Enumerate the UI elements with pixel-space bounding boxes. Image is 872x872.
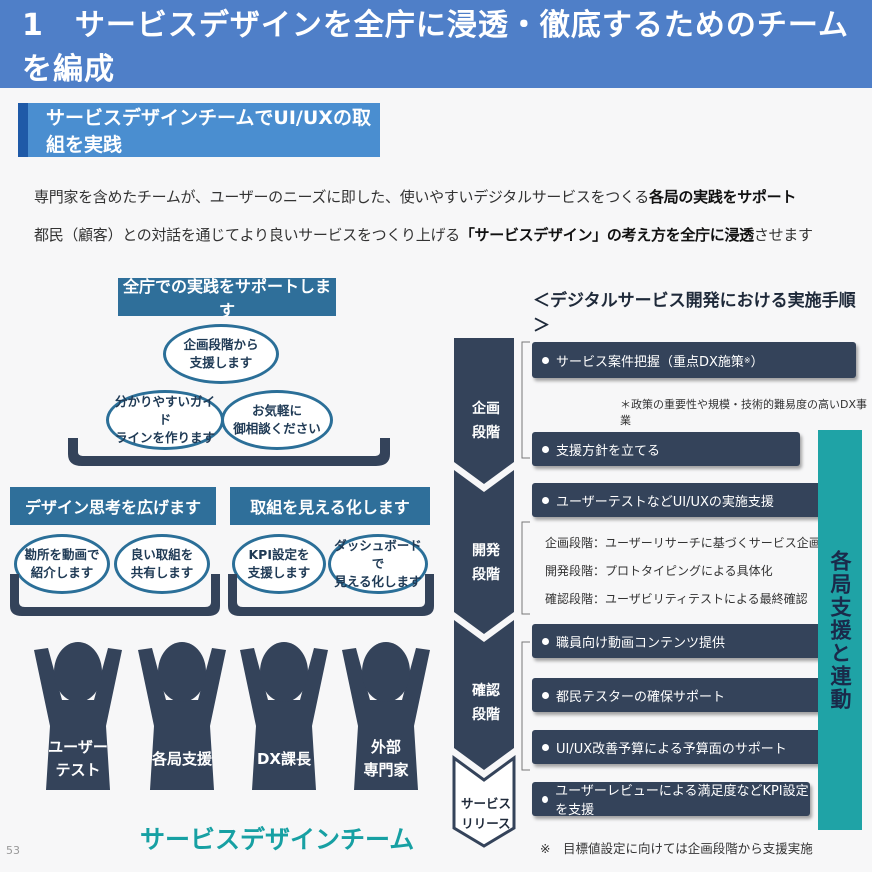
step-case-grasp: サービス案件把握（重点DX施策※）: [532, 342, 856, 378]
bullet-icon: [542, 357, 549, 364]
person-label-dx-chief: DX課長: [234, 748, 334, 771]
person-label-department: 各局支援: [132, 748, 232, 771]
intro-line-1-text: 専門家を含めたチームが、ユーザーのニーズに即した、使いやすいデジタルサービスをつ…: [34, 188, 649, 206]
step-tester-label: 都民テスターの確保サポート: [556, 686, 725, 705]
department-link-label: 各局支援と連動: [825, 550, 855, 711]
top-bracket: [64, 436, 394, 470]
step-uiux-support-label: ユーザーテストなどUI/UXの実施支援: [556, 491, 774, 510]
intro-line-1-emphasis: 各局の実践をサポート: [649, 188, 796, 206]
step-case-grasp-sup: ※: [744, 356, 751, 365]
section-accent: [18, 103, 28, 157]
team-name: サービスデザインチーム: [140, 820, 414, 856]
dev-detail-planning: 企画段階：ユーザーリサーチに基づくサービス企画: [545, 534, 821, 551]
step-support-policy: 支援方針を立てる: [532, 432, 800, 466]
stage-confirmation: 確認 段階: [454, 680, 518, 728]
bullet-icon: [542, 638, 549, 645]
person-label-expert: 外部 専門家: [336, 736, 436, 781]
bullet-icon: [542, 497, 549, 504]
visual-bracket: [226, 572, 436, 620]
procedure-title: ＜デジタルサービス開発における実施手順＞: [533, 286, 872, 336]
department-link-bar: 各局支援と連動: [818, 430, 862, 830]
design-box-label: デザイン思考を広げます: [25, 494, 201, 518]
intro-line-2: 都民（顧客）との対話を通じてより良いサービスをつくり上げる「サービスデザイン」の…: [34, 224, 813, 245]
step-support-policy-label: 支援方針を立てる: [556, 440, 660, 459]
bullet-icon: [542, 796, 548, 803]
bullet-icon: [542, 744, 549, 751]
step-kpi: ユーザーレビューによる満足度などKPI設定を支援: [532, 782, 810, 816]
dev-detail-development: 開発段階：プロトタイピングによる具体化: [545, 562, 773, 579]
visual-box-label: 取組を見える化します: [250, 494, 410, 518]
design-bracket: [8, 572, 222, 620]
section-title-bar: サービスデザインチームでUI/UXの取組を実践: [18, 103, 380, 157]
footnote-dx-projects: ＊政策の重要性や規模・技術的難易度の高いDX事業: [620, 396, 872, 428]
intro-line-1: 専門家を含めたチームが、ユーザーのニーズに即した、使いやすいデジタルサービスをつ…: [34, 186, 796, 207]
step-tester: 都民テスターの確保サポート: [532, 678, 856, 712]
step-budget: UI/UX改善予算による予算面のサポート: [532, 730, 856, 764]
support-box-title: 全庁での実践をサポートします: [118, 278, 336, 316]
page-header: 1 サービスデザインを全庁に浸透・徹底するためのチームを編成: [0, 0, 872, 88]
stage-development: 開発 段階: [454, 540, 518, 588]
step-case-grasp-label: サービス案件把握（重点DX施策: [556, 351, 744, 370]
support-box-label: 全庁での実践をサポートします: [118, 273, 336, 321]
stage-release: サービス リリース: [450, 794, 522, 834]
stage-planning: 企画 段階: [454, 398, 518, 446]
step-video-content-label: 職員向け動画コンテンツ提供: [556, 632, 725, 651]
intro-line-2-emphasis: 「サービスデザイン」の考え方を全庁に浸透: [460, 226, 754, 244]
page-title: 1 サービスデザインを全庁に浸透・徹底するためのチームを編成: [22, 0, 872, 88]
page-number: 53: [6, 844, 20, 857]
step-budget-label: UI/UX改善予算による予算面のサポート: [556, 738, 787, 757]
step-uiux-support: ユーザーテストなどUI/UXの実施支援: [532, 483, 856, 517]
step-kpi-label: ユーザーレビューによる満足度などKPI設定を支援: [555, 780, 810, 818]
bullet-icon: [542, 446, 549, 453]
intro-line-2-tail: させます: [754, 226, 813, 244]
bullet-icon: [542, 692, 549, 699]
step-case-grasp-close: ）: [751, 351, 764, 370]
visual-box-title: 取組を見える化します: [230, 487, 430, 525]
design-box-title: デザイン思考を広げます: [10, 487, 216, 525]
footnote-target: ※ 目標値設定に向けては企画段階から支援実施: [540, 838, 813, 857]
dev-detail-confirmation: 確認段階：ユーザビリティテストによる最終確認: [545, 590, 808, 607]
oval-planning-support: 企画段階から 支援します: [163, 324, 279, 384]
intro-line-2-text: 都民（顧客）との対話を通じてより良いサービスをつくり上げる: [34, 226, 460, 244]
section-title: サービスデザインチームでUI/UXの取組を実践: [46, 103, 380, 157]
person-label-user-test: ユーザー テスト: [28, 736, 128, 781]
step-video-content: 職員向け動画コンテンツ提供: [532, 624, 856, 658]
